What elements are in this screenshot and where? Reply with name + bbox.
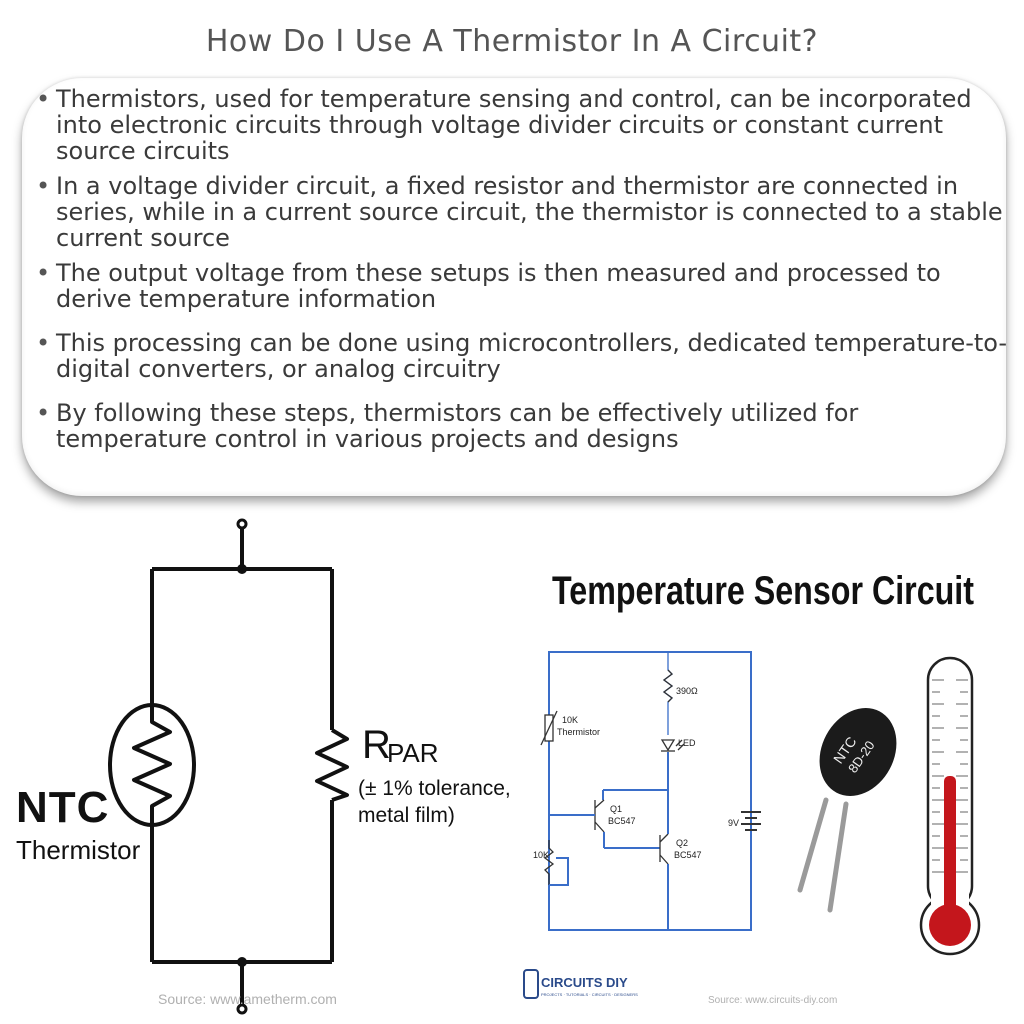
bullet-item: In a voltage divider circuit, a fixed re… bbox=[34, 173, 1009, 251]
bullet-item: The output voltage from these setups is … bbox=[34, 260, 1009, 312]
schematic-components bbox=[540, 652, 761, 930]
sensor-schematic bbox=[548, 651, 752, 931]
label-battery: 9V bbox=[728, 818, 739, 828]
bullet-list: Thermistors, used for temperature sensin… bbox=[34, 86, 1009, 461]
bullet-item: By following these steps, thermistors ca… bbox=[34, 400, 1009, 452]
label-pot: 10K bbox=[533, 850, 549, 860]
bullet-item: Thermistors, used for temperature sensin… bbox=[34, 86, 1009, 164]
ntc-parallel-circuit bbox=[108, 518, 349, 1015]
schematic-pot bbox=[543, 840, 555, 885]
rpar-resistor-zigzag bbox=[315, 728, 349, 802]
tolerance-label-line2: metal film) bbox=[358, 804, 455, 827]
schematic-frame bbox=[548, 651, 752, 931]
right-source-text: Source: www.circuits-diy.com bbox=[708, 995, 837, 1006]
logo-text: CIRCUITS DIY bbox=[541, 975, 628, 990]
label-q1: Q1 bbox=[610, 804, 622, 814]
ntc-zigzag bbox=[132, 705, 172, 825]
right-heading: Temperature Sensor Circuit bbox=[552, 569, 974, 613]
logo-tagline: PROJECTS · TUTORIALS · CIRCUITS · DESIGN… bbox=[541, 992, 638, 997]
bullet-item: This processing can be done using microc… bbox=[34, 330, 1009, 382]
left-source-text: Source: www.ametherm.com bbox=[158, 991, 337, 1007]
top-terminal bbox=[236, 518, 248, 530]
rpar-label-r: R bbox=[362, 723, 391, 767]
label-q2-type: BC547 bbox=[674, 850, 702, 860]
thermometer-icon bbox=[919, 656, 981, 956]
thermistor-label: Thermistor bbox=[16, 835, 141, 865]
rpar-label-subscript: PAR bbox=[387, 738, 439, 768]
label-thermistor-10k: 10K bbox=[562, 715, 578, 725]
label-q1-type: BC547 bbox=[608, 816, 636, 826]
ntc-disc-photo: NTC 8D-20 bbox=[797, 708, 897, 913]
label-q2: Q2 bbox=[676, 838, 688, 848]
label-390: 390Ω bbox=[676, 686, 698, 696]
tolerance-label-line1: (± 1% tolerance, bbox=[358, 777, 511, 800]
page-title: How Do I Use A Thermistor In A Circuit? bbox=[205, 24, 819, 59]
ntc-label: NTC bbox=[16, 783, 109, 832]
bottom-terminal bbox=[236, 1003, 248, 1015]
label-thermistor-word: Thermistor bbox=[557, 727, 600, 737]
label-led: LED bbox=[678, 738, 696, 748]
schematic-led bbox=[660, 739, 676, 752]
circuits-diy-logo: CIRCUITS DIY PROJECTS · TUTORIALS · CIRC… bbox=[523, 969, 638, 999]
